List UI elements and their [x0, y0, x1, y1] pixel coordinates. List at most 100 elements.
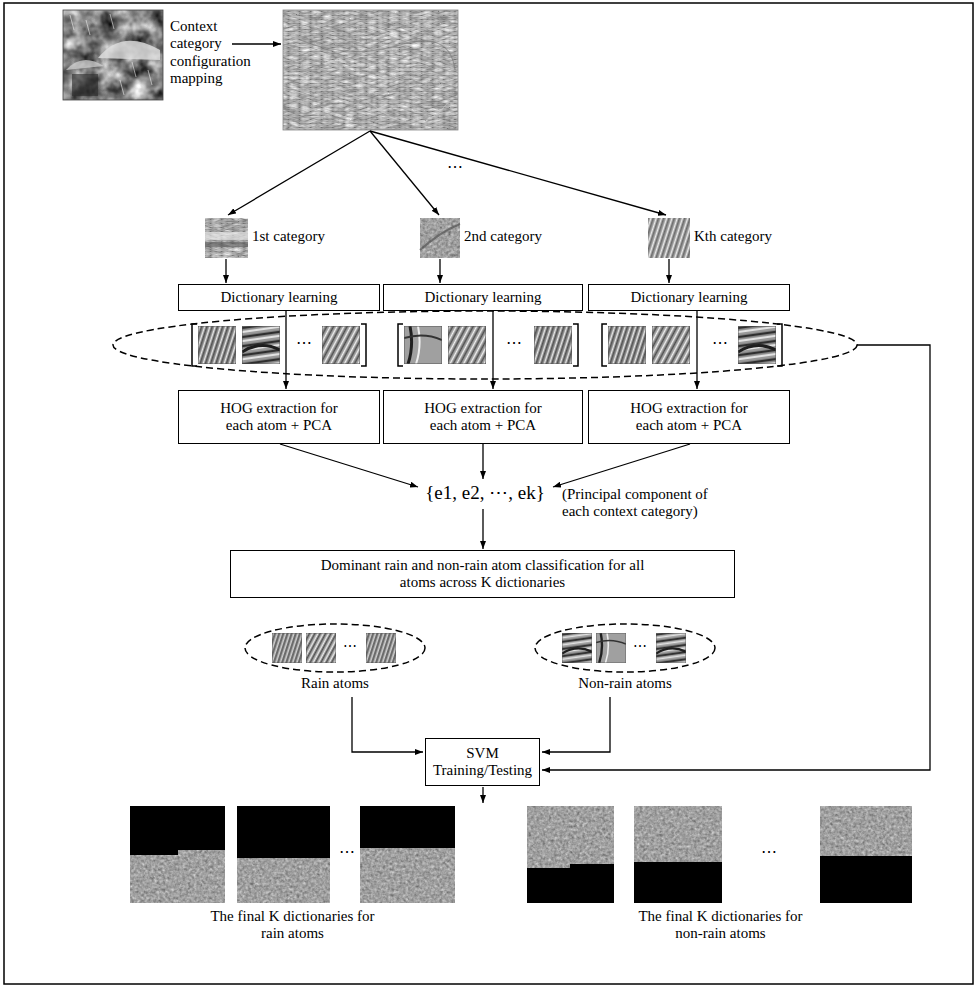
umbrella-shape: [66, 60, 104, 70]
flow-arrow: [352, 697, 423, 752]
step-label: Context category configuration mapping: [170, 18, 262, 87]
texture-contour: [290, 90, 450, 123]
box-text: Dictionary learning: [220, 289, 337, 306]
output-label: The final K dictionaries for rain atoms: [210, 908, 375, 943]
non-rain-group-ellipse: [535, 624, 715, 672]
non-rain-atom: [404, 326, 442, 364]
rain-dictionary-map: [360, 806, 455, 903]
rain-dictionary-map: [130, 806, 225, 903]
process-box: HOG extraction for each atom + PCA: [383, 390, 583, 444]
rain-photo: [63, 10, 163, 100]
texture-ground: [283, 10, 458, 130]
category-arrow: [370, 131, 439, 215]
box-text: HOG extraction for each atom + PCA: [622, 400, 757, 435]
group-label: Non-rain atoms: [545, 675, 705, 692]
process-box: Dictionary learning: [178, 284, 380, 311]
flow-arrow: [280, 444, 418, 487]
process-box: Dominant rain and non-rain atom classifi…: [230, 550, 735, 598]
formula-label: {e1, e2, ⋯, ek}: [420, 482, 550, 504]
non-rain-atom: [596, 633, 626, 663]
process-box: Dictionary learning: [383, 284, 583, 311]
texture-border: [283, 10, 458, 130]
context-texture: [283, 10, 458, 130]
flow-arrow: [482, 787, 483, 803]
bracket: [602, 324, 607, 366]
box-text: Dictionary learning: [630, 289, 747, 306]
text-wrap: SVM Training/Testing: [430, 745, 535, 780]
text-wrap: Dictionary learning: [630, 288, 747, 306]
text-wrap: HOG extraction for each atom + PCA: [212, 400, 347, 435]
category-patch: [420, 218, 460, 258]
bracket: [777, 324, 782, 366]
category-label: Kth category: [694, 228, 804, 245]
rain-atom: [652, 326, 690, 364]
category-arrow: [228, 131, 370, 215]
box-text: HOG extraction for each atom + PCA: [416, 400, 551, 435]
category-label: 1st category: [252, 228, 362, 245]
ellipsis: ⋯: [749, 843, 789, 861]
text-wrap: HOG extraction for each atom + PCA: [622, 400, 757, 435]
non-rain-dictionary-map: [527, 806, 614, 903]
ellipsis: ⋯: [290, 334, 318, 352]
rain-atom: [608, 326, 646, 364]
bracket: [398, 324, 403, 366]
flow-arrow: [668, 259, 669, 283]
dictionary-group-ellipse: [113, 311, 857, 379]
rain-dictionary-map: [237, 806, 330, 903]
ellipsis: ⋯: [338, 639, 362, 655]
flow-arrow: [482, 509, 483, 549]
flow-arrow: [225, 259, 226, 283]
photo-border: [63, 10, 163, 100]
ellipsis: ⋯: [335, 843, 359, 861]
ellipsis: ⋯: [500, 334, 528, 352]
process-box: SVM Training/Testing: [425, 738, 540, 786]
text-wrap: Dominant rain and non-rain atom classifi…: [318, 557, 648, 592]
flow-arrow: [542, 697, 610, 752]
bracket: [192, 324, 197, 366]
photo-ground: [63, 10, 163, 100]
non-rain-dictionary-map: [820, 806, 912, 903]
process-box: Dictionary learning: [588, 284, 790, 311]
ellipsis: ⋯: [706, 334, 734, 352]
process-box: HOG extraction for each atom + PCA: [588, 390, 790, 444]
photo-object: [72, 74, 98, 96]
rain-atom: [322, 326, 360, 364]
non-rain-atom: [562, 633, 592, 663]
category-arrow: [370, 131, 666, 215]
flow-arrow: [696, 311, 697, 389]
rain-streaks: [70, 14, 152, 95]
texture-contour: [300, 40, 455, 70]
bracket: [361, 324, 366, 366]
box-text: HOG extraction for each atom + PCA: [212, 400, 347, 435]
outer-frame: [4, 3, 973, 984]
box-text: Dominant rain and non-rain atom classifi…: [318, 557, 648, 592]
process-box: HOG extraction for each atom + PCA: [178, 390, 380, 444]
umbrella-shape: [98, 41, 160, 60]
text-wrap: HOG extraction for each atom + PCA: [416, 400, 551, 435]
rain-group-ellipse: [245, 624, 425, 672]
text-wrap: Dictionary learning: [220, 288, 337, 306]
output-label: The final K dictionaries for non-rain at…: [638, 908, 803, 943]
ellipsis: ⋯: [440, 158, 470, 176]
box-text: SVM Training/Testing: [430, 745, 535, 780]
rain-atom: [198, 326, 236, 364]
category-label: 2nd category: [464, 228, 574, 245]
rain-atom: [534, 326, 572, 364]
group-label: Rain atoms: [255, 675, 415, 692]
bracket: [573, 324, 578, 366]
text-wrap: Dictionary learning: [424, 288, 541, 306]
non-rain-atom: [242, 326, 280, 364]
mapping-arrow: [232, 43, 281, 44]
category-patch: [648, 218, 690, 258]
category-patch: [205, 218, 248, 258]
flow-arrow: [553, 444, 690, 487]
rain-atom: [272, 633, 302, 663]
flow-arrow: [482, 444, 483, 479]
non-rain-dictionary-map: [634, 806, 722, 903]
flow-arrow: [285, 311, 286, 389]
note-label: (Principal component of each context cat…: [562, 486, 727, 521]
rain-atom: [366, 633, 396, 663]
rain-atom: [306, 633, 336, 663]
ellipsis: ⋯: [628, 639, 652, 655]
